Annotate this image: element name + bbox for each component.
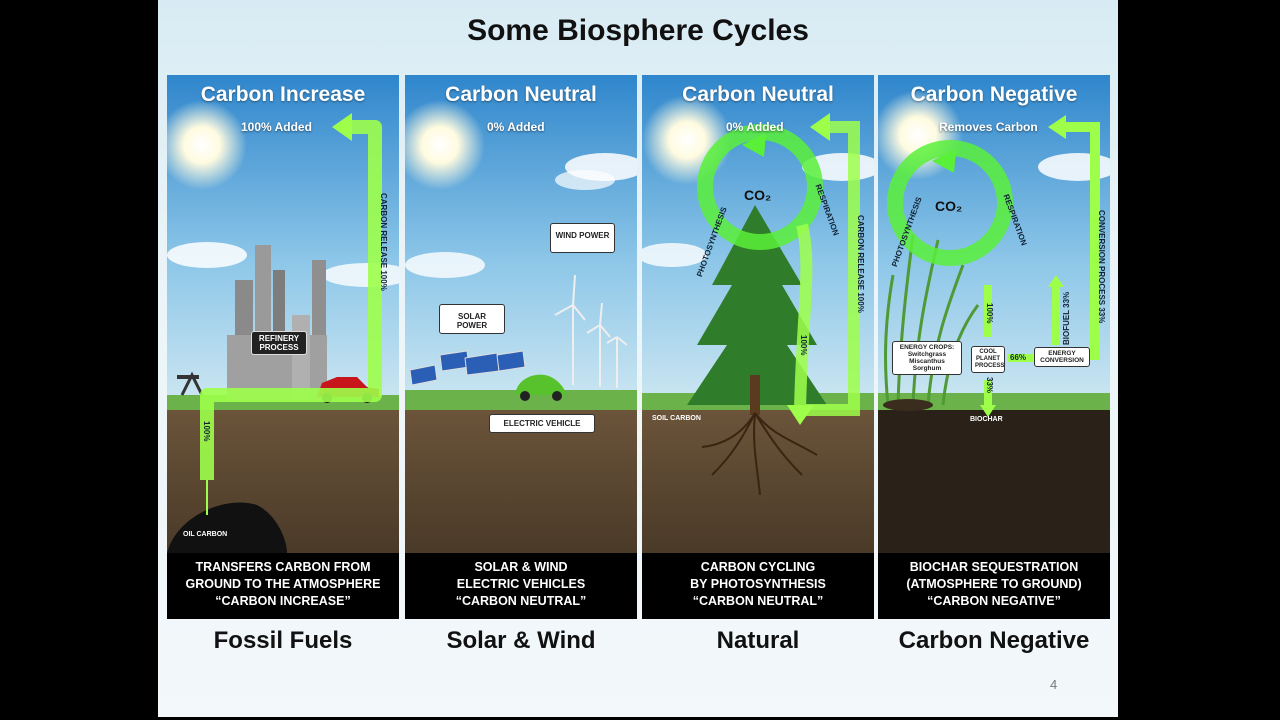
caption-line: (ATMOSPHERE TO GROUND) [878,576,1110,593]
cool-planet-label: COOL PLANET PROCESS [971,346,1005,373]
slide-title: Some Biosphere Cycles [158,14,1118,48]
caption-line: BIOCHAR SEQUESTRATION [878,559,1110,576]
carbon-release-label: CARBON RELEASE 100% [856,215,865,313]
footer-label: Solar & Wind [405,627,637,655]
oil-carbon-label: OIL CARBON [183,531,227,538]
panel-heading: Carbon Negative [878,83,1110,107]
wind-power-label: WIND POWER [550,223,615,253]
natural-illustration [642,75,874,619]
added-label: 100% Added [241,120,312,134]
added-label: 0% Added [487,120,545,134]
caption-line: “CARBON NEUTRAL” [642,593,874,610]
footer-label: Natural [642,627,874,655]
footer-label: Fossil Fuels [167,627,399,655]
panel-caption: BIOCHAR SEQUESTRATION (ATMOSPHERE TO GRO… [878,553,1110,619]
percent-33-label: 33% [985,377,994,393]
refinery-label: REFINERY PROCESS [251,331,307,355]
caption-line: GROUND TO THE ATMOSPHERE [167,576,399,593]
percent-100-label: 100% [985,303,994,323]
caption-line: “CARBON NEUTRAL” [405,593,637,610]
panel-heading: Carbon Neutral [642,83,874,107]
caption-line: ELECTRIC VEHICLES [405,576,637,593]
solar-wind-illustration [405,75,637,619]
percent-66-label: 66% [1010,353,1026,362]
caption-line: “CARBON INCREASE” [167,593,399,610]
biochar-label: BIOCHAR [970,416,1003,423]
co2-label: CO₂ [935,198,962,214]
added-label: Removes Carbon [939,120,1038,134]
conversion-process-label: CONVERSION PROCESS 33% [1097,210,1106,323]
co2-label: CO₂ [744,187,771,203]
added-label: 0% Added [726,120,784,134]
electric-vehicle-label: ELECTRIC VEHICLE [489,414,595,433]
solar-power-label: SOLAR POWER [439,304,505,334]
caption-line: “CARBON NEGATIVE” [878,593,1110,610]
down-percent-label: 100% [799,335,808,355]
caption-line: TRANSFERS CARBON FROM [167,559,399,576]
biofuel-label: BIOFUEL 33% [1062,292,1071,345]
panel-heading: Carbon Increase [167,83,399,107]
down-percent-label: 100% [202,421,211,441]
energy-conversion-label: ENERGY CONVERSION [1034,347,1090,367]
panel-carbon-negative: Carbon Negative Removes Carbon CO₂ PHOTO… [878,75,1110,619]
panel-caption: SOLAR & WIND ELECTRIC VEHICLES “CARBON N… [405,553,637,619]
soil-carbon-label: SOIL CARBON [652,415,701,422]
caption-line: SOLAR & WIND [405,559,637,576]
slide: Some Biosphere Cycles [158,0,1118,717]
footer-label: Carbon Negative [878,627,1110,655]
energy-crops-label: ENERGY CROPS: Switchgrass Miscanthus Sor… [892,341,962,375]
panel-heading: Carbon Neutral [405,83,637,107]
caption-line: CARBON CYCLING [642,559,874,576]
carbon-release-label: CARBON RELEASE 100% [379,193,388,291]
caption-line: BY PHOTOSYNTHESIS [642,576,874,593]
panel-solar-wind: Carbon Neutral 0% Added WIND POWER SOLAR… [405,75,637,619]
panel-caption: CARBON CYCLING BY PHOTOSYNTHESIS “CARBON… [642,553,874,619]
panel-caption: TRANSFERS CARBON FROM GROUND TO THE ATMO… [167,553,399,619]
page-number: 4 [1050,677,1057,692]
panel-fossil-fuels: Carbon Increase 100% Added REFINERY PROC… [167,75,399,619]
panel-natural: Carbon Neutral 0% Added CO₂ PHOTOSYNTHES… [642,75,874,619]
